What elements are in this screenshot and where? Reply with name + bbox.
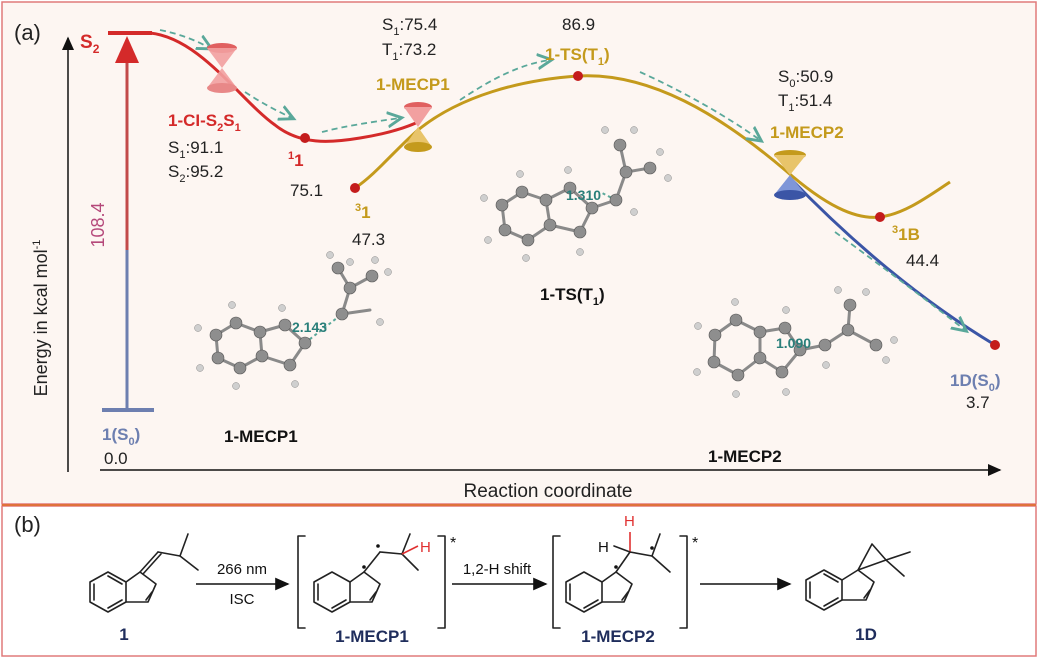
mecp2-label: 1-MECP2 (770, 123, 844, 142)
compound-mecp2-label: 1-MECP2 (581, 627, 655, 646)
ground-label: 1(S0) (102, 425, 140, 448)
s2-label: S2 (80, 32, 100, 56)
b3-label: 31B (892, 224, 920, 244)
d-energy: 3.7 (966, 393, 990, 412)
path-arrow-5 (639, 71, 760, 140)
path-arrow-4 (459, 60, 550, 101)
s1-min-energy: 75.1 (290, 181, 323, 200)
compound-mecp1-label: 1-MECP1 (335, 627, 409, 646)
ci-label: 1-CI-S2S1 (168, 111, 241, 134)
mecp2-structure-label: 1-MECP2 (708, 447, 782, 466)
ci-energy-1: S1:91.1 (168, 138, 223, 161)
mecp2-h-red: H (624, 513, 635, 530)
mecp1-structure: 2.143 (194, 251, 392, 390)
mecp1-h-label: H (420, 539, 431, 556)
ts-structure: 1.310 (480, 126, 672, 262)
mecp1-distance: 2.143 (292, 319, 327, 335)
shift-label: 1,2-H shift (463, 561, 532, 578)
d-label: 1D(S0) (950, 371, 1001, 394)
mecp1-cone-icon (404, 102, 432, 152)
t1-min-point (350, 183, 360, 193)
t1-min-label: 31 (355, 202, 371, 222)
reagent-bottom: ISC (229, 591, 254, 608)
b3-energy: 44.4 (906, 251, 939, 270)
s1-min-label: 11 (288, 150, 304, 170)
ground-energy: 0.0 (104, 449, 128, 468)
path-arrow-2 (244, 91, 292, 118)
path-arrow-6 (834, 231, 965, 330)
path-arrow-3 (321, 118, 400, 133)
ts-structure-label: 1-TS(T1) (540, 285, 605, 308)
ci-s2s1-cone-icon (207, 43, 237, 93)
d-point (990, 340, 1000, 350)
mecp1-energy-2: T1:73.2 (382, 40, 436, 63)
compound-1d-label: 1D (855, 625, 877, 644)
ci-energy-2: S2:95.2 (168, 162, 223, 185)
mecp1-star: * (450, 535, 456, 552)
mecp2-energy-1: S0:50.9 (778, 67, 833, 90)
ts-distance: 1.310 (566, 187, 601, 203)
reagent-top: 266 nm (217, 561, 267, 578)
s1-min-point (300, 133, 310, 143)
ts-energy: 86.9 (562, 15, 595, 34)
t1-min-energy: 47.3 (352, 230, 385, 249)
ts-label: 1-TS(T1) (545, 45, 610, 68)
compound-1-skeletal (89, 533, 199, 613)
compound-1d-skeletal (805, 543, 911, 611)
mecp1-structure-label: 1-MECP1 (224, 427, 298, 446)
y-axis-label: Energy in kcal mol-1 (31, 240, 51, 397)
mecp2-energy-2: T1:51.4 (778, 91, 832, 114)
s1-curve (149, 31, 419, 143)
mecp2-h-black: H (598, 539, 609, 556)
b3-point (875, 212, 885, 222)
mecp2-structure: 1.090 (693, 286, 898, 398)
mecp1-energy-1: S1:75.4 (382, 15, 437, 38)
path-arrow-1 (159, 29, 210, 48)
panel-a-frame (1, 1, 1037, 505)
mecp2-distance: 1.090 (776, 335, 811, 351)
panel-a-tag: (a) (14, 20, 41, 45)
excitation-energy: 108.4 (88, 202, 108, 247)
mecp1-label: 1-MECP1 (376, 75, 450, 94)
ts-point (573, 71, 583, 81)
mecp2-skeletal (552, 532, 688, 629)
panel-b-frame (1, 505, 1037, 657)
mecp2-cone-icon (774, 150, 806, 200)
mecp1-skeletal (297, 533, 446, 629)
panel-b-tag: (b) (14, 512, 41, 537)
compound-1-label: 1 (119, 625, 128, 644)
x-axis-label: Reaction coordinate (464, 481, 633, 502)
mecp2-star: * (692, 535, 698, 552)
